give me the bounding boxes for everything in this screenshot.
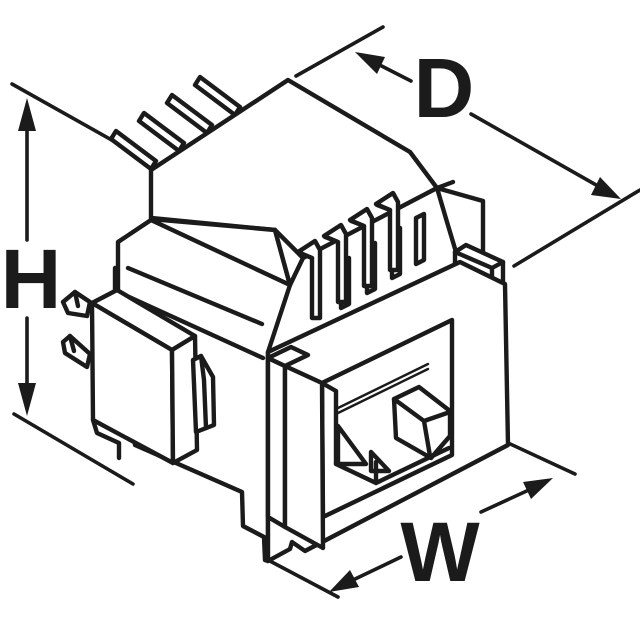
dimension-lines bbox=[10, 25, 640, 599]
h-arrowhead-down-icon bbox=[18, 383, 36, 416]
cavity-corner-wedge bbox=[335, 423, 369, 467]
d-extension-line-right bbox=[512, 188, 640, 268]
pin-3 bbox=[164, 92, 215, 136]
solder-pins bbox=[108, 74, 243, 172]
contact-4-fold bbox=[374, 202, 393, 213]
pin-4 bbox=[192, 74, 243, 118]
pillar-top-face bbox=[265, 344, 311, 369]
board-lock-tab-upper-fold bbox=[72, 289, 81, 309]
cavity-left-pillar bbox=[265, 344, 326, 551]
connector-body bbox=[60, 74, 511, 564]
d-dimension-line-lower bbox=[469, 112, 614, 196]
dimension-labels: H D W bbox=[1, 41, 481, 599]
contact-shelf-edges bbox=[336, 362, 430, 415]
notch-edge bbox=[434, 179, 456, 191]
clip-housing-right bbox=[169, 333, 200, 466]
chamfer-face bbox=[272, 227, 306, 288]
height-dimension-label: H bbox=[1, 232, 62, 326]
w-extension-line-right bbox=[504, 440, 577, 476]
contact-2-fold bbox=[322, 234, 341, 245]
d-extension-line-left bbox=[294, 25, 385, 78]
contact-3-fold bbox=[348, 218, 367, 229]
board-lock-tab-lower-fold bbox=[67, 333, 77, 354]
clip-latch-edges bbox=[198, 353, 209, 431]
depth-dimension-label: D bbox=[414, 41, 475, 135]
width-dimension-label: W bbox=[400, 505, 480, 599]
pillar-front-face bbox=[282, 363, 326, 551]
d-arrowhead-upleft-icon bbox=[355, 52, 385, 74]
rear-post-4 bbox=[413, 211, 427, 267]
contact-1-fold bbox=[296, 250, 315, 261]
pillar-side-face bbox=[265, 355, 288, 530]
d-arrowhead-downright-icon bbox=[591, 177, 621, 199]
side-clip-housing bbox=[60, 287, 217, 466]
w-dimension-line-right bbox=[479, 487, 533, 514]
w-arrowhead-downleft-icon bbox=[329, 570, 359, 592]
w-dimension-line-left bbox=[351, 555, 403, 582]
latch-block-edges bbox=[391, 396, 453, 459]
h-extension-line-bottom bbox=[12, 412, 135, 486]
spring-contacts bbox=[295, 190, 401, 321]
w-extension-line-left bbox=[266, 558, 340, 599]
latch-block bbox=[391, 384, 453, 461]
pin-1 bbox=[108, 128, 159, 172]
clip-housing-base-step bbox=[90, 417, 122, 461]
w-arrowhead-upright-icon bbox=[523, 478, 553, 499]
board-lock-tab-lower bbox=[60, 333, 93, 370]
pin-2 bbox=[136, 110, 187, 154]
h-arrowhead-up-icon bbox=[18, 98, 36, 131]
dimension-arrowheads bbox=[18, 52, 621, 592]
